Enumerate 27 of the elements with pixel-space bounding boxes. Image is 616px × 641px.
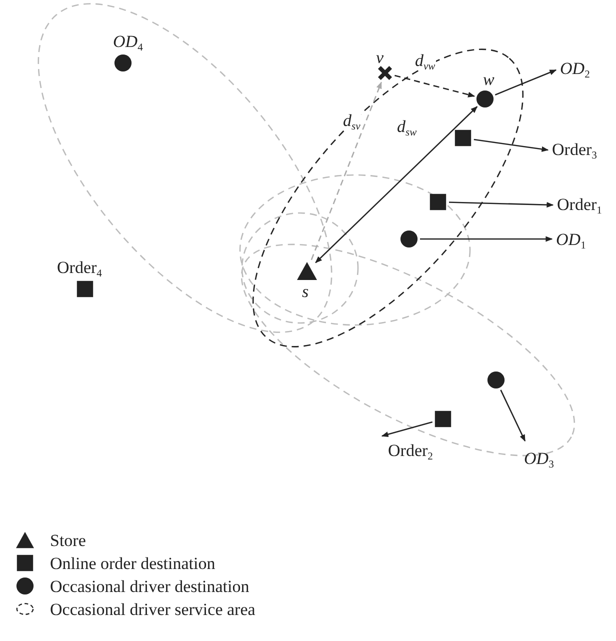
point-label: s (302, 283, 309, 300)
distance-label: d$_{sw}$ (396, 118, 418, 135)
arrow (310, 82, 382, 260)
legend-label: Store (50, 532, 86, 549)
arrow (494, 69, 557, 96)
arrow (448, 202, 554, 208)
legend-label: Occasional driver service area (50, 601, 256, 618)
arrow (315, 106, 478, 264)
legend-label: Occasional driver destination (50, 578, 250, 595)
destination-label: OD$_{3}$ (524, 450, 554, 467)
arrow (381, 421, 433, 437)
arrow (500, 390, 526, 442)
distance-label: d$_{vw}$ (414, 52, 436, 69)
destination-label: OD$_{2}$ (560, 60, 590, 77)
destination-label: Order$_{2}$ (388, 442, 433, 459)
arrow (394, 74, 476, 98)
point-label: Order$_{4}$ (57, 259, 102, 276)
legend-label: Online order destination (50, 555, 216, 572)
arrow (474, 138, 549, 152)
destination-label: Order$_{1}$ (557, 196, 602, 213)
destination-label: OD$_{1}$ (556, 231, 586, 248)
distance-label: d$_{sv}$ (342, 112, 362, 129)
point-label: v (376, 49, 384, 66)
destination-label: Order$_{3}$ (552, 141, 597, 158)
point-label: w (483, 71, 494, 88)
arrow (420, 236, 553, 242)
point-label: OD$_{4}$ (113, 33, 143, 50)
